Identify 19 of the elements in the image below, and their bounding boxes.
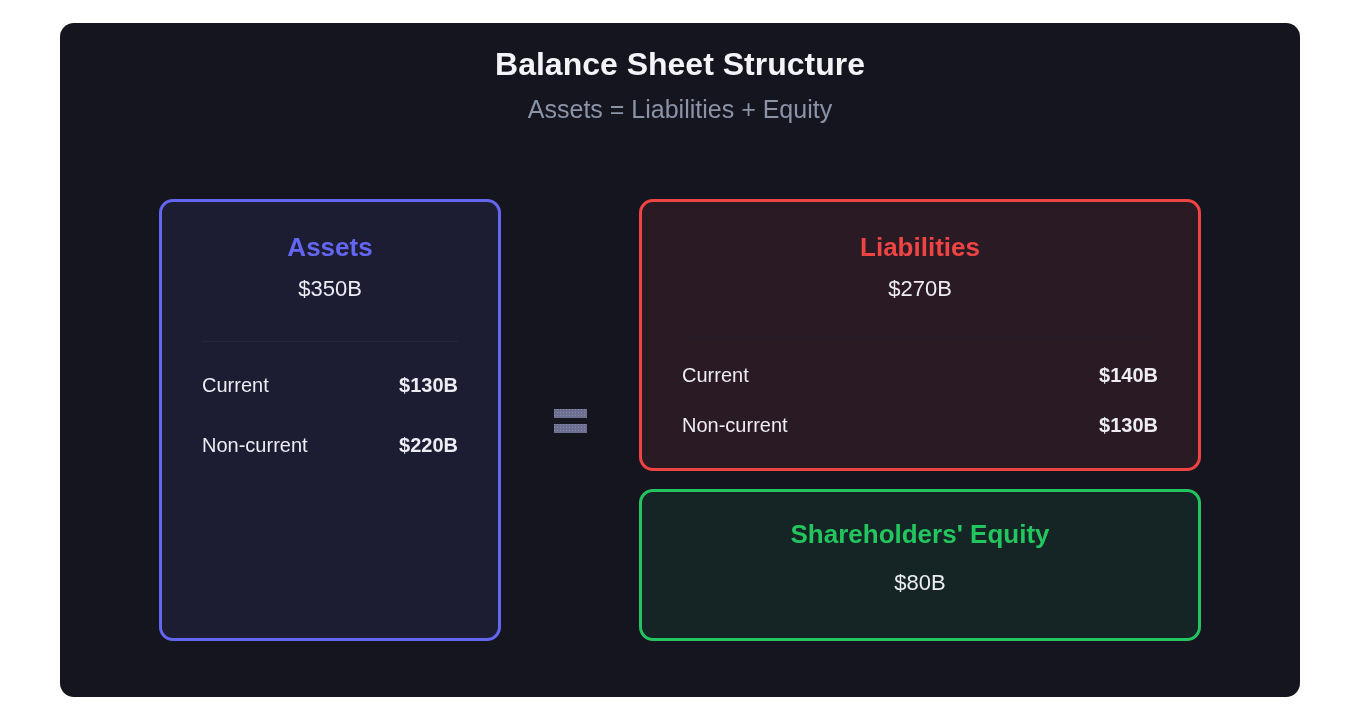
total-amount: $270B bbox=[888, 276, 952, 303]
card-heading: Liabilities bbox=[860, 232, 980, 264]
total-amount: $80B bbox=[894, 570, 946, 597]
row-label: Current bbox=[682, 363, 749, 387]
equation-subtitle: Assets = Liabilities + Equity bbox=[527, 95, 833, 124]
row-label: Current bbox=[202, 373, 269, 397]
row-label: Non-current bbox=[682, 413, 788, 437]
row-amount: $130B bbox=[399, 373, 458, 397]
row-amount: $130B bbox=[1099, 413, 1158, 437]
row-label: Non-current bbox=[202, 433, 308, 457]
card-heading: Shareholders' Equity bbox=[790, 519, 1050, 551]
row-amount: $220B bbox=[399, 433, 458, 457]
category-card bbox=[639, 199, 1201, 471]
row-amount: $140B bbox=[1099, 363, 1158, 387]
diagram-title: Balance Sheet Structure bbox=[495, 45, 865, 84]
category-card bbox=[639, 489, 1201, 641]
category-card bbox=[159, 199, 501, 641]
card-heading: Assets bbox=[287, 232, 373, 264]
total-amount: $350B bbox=[298, 276, 362, 303]
